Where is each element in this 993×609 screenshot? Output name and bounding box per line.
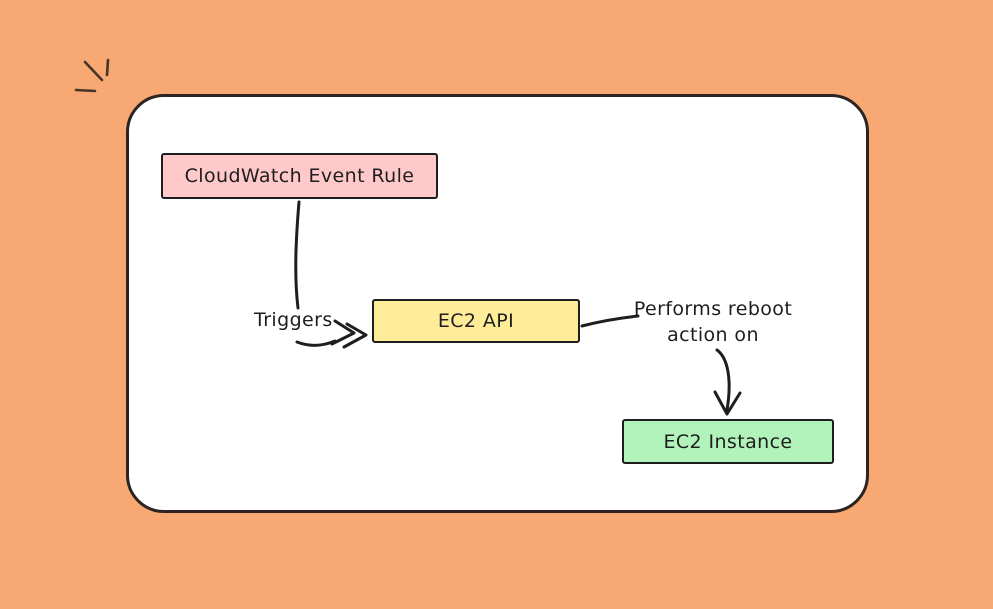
edge-label-performs-line1: Performs reboot — [633, 298, 793, 320]
node-ec2-instance-label: EC2 Instance — [663, 430, 793, 453]
edge-label-triggers: Triggers — [254, 309, 333, 331]
node-cloudwatch-event-rule[interactable]: CloudWatch Event Rule — [161, 153, 438, 199]
edge-label-performs-line2: action on — [667, 324, 759, 346]
node-cloudwatch-event-rule-label: CloudWatch Event Rule — [184, 165, 415, 187]
edge-label-performs-reboot: Performs reboot action on — [624, 296, 802, 348]
node-ec2-instance[interactable]: EC2 Instance — [622, 419, 834, 464]
sparkle-icon — [74, 58, 110, 93]
node-ec2-api-label: EC2 API — [437, 310, 515, 332]
node-ec2-api[interactable]: EC2 API — [372, 299, 580, 343]
